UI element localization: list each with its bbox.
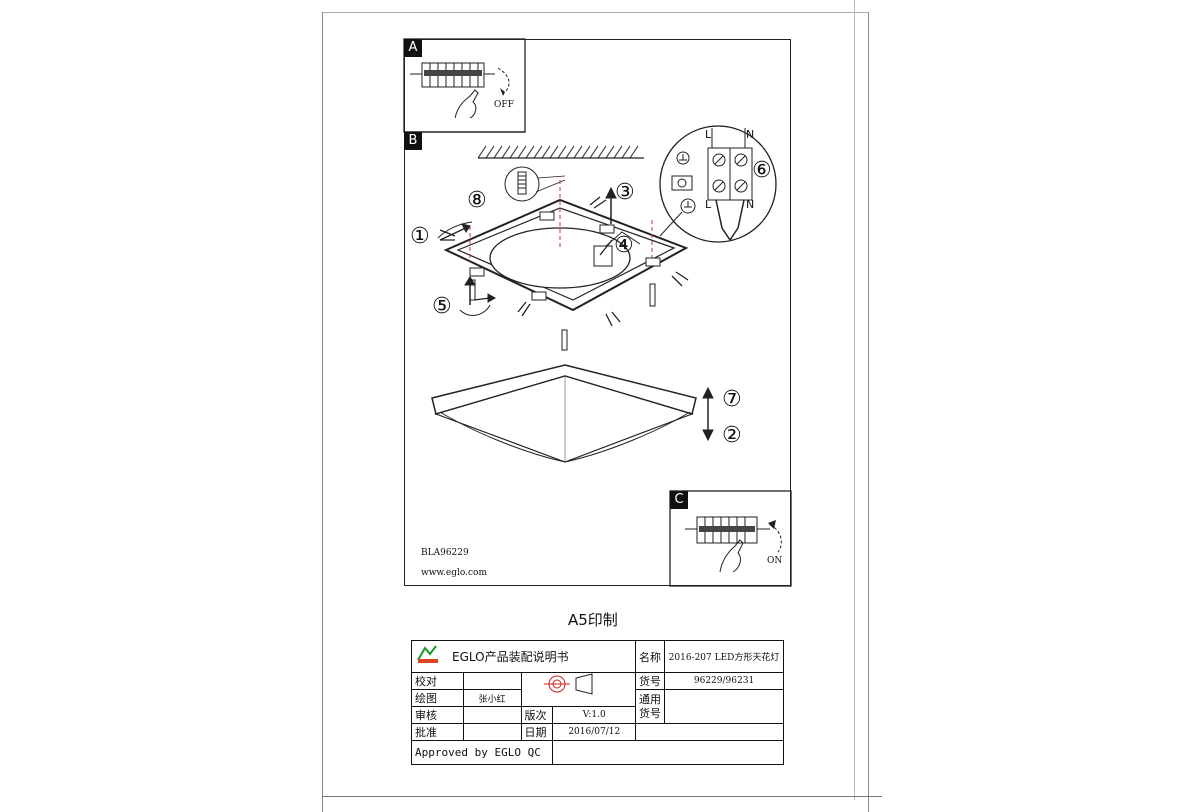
step-1-label: ① <box>410 224 430 249</box>
article-label: 货号 <box>635 672 666 690</box>
terminal-n-top: N <box>746 128 755 141</box>
article-value: 96229/96231 <box>664 672 784 690</box>
mounting-plate <box>439 180 689 327</box>
drawing-sheet <box>322 12 869 812</box>
luminaire-diffuser <box>431 364 697 463</box>
step-8-label: ⑧ <box>467 188 487 213</box>
approve-label: 批准 <box>411 723 464 741</box>
terminal-l-bottom: L <box>705 198 712 211</box>
approved-by: Approved by EGLO QC <box>410 740 554 765</box>
draw-value: 张小红 <box>462 689 522 707</box>
step-5-label: ⑤ <box>432 294 452 319</box>
step-7-label: ⑦ <box>722 387 742 412</box>
draw-label: 绘图 <box>411 689 464 707</box>
name-label: 名称 <box>635 640 666 673</box>
wire-terminal-detail <box>659 125 777 243</box>
blank-cell <box>635 723 784 741</box>
switch-off-label: OFF <box>494 100 514 110</box>
title-brand: EGLO产品装配说明书 <box>410 640 637 673</box>
step-arrows <box>437 186 617 316</box>
print-note: A5印制 <box>568 611 618 629</box>
check-value <box>462 672 522 690</box>
bottom-rule <box>322 796 882 797</box>
projection-cell <box>520 672 637 707</box>
date-label: 日期 <box>520 723 554 741</box>
assembly-drawing-frame <box>404 39 791 586</box>
version-label: 版次 <box>520 706 554 724</box>
panel-c-box <box>669 490 792 587</box>
panel-b-tag: B <box>404 132 422 150</box>
screws <box>469 279 656 351</box>
review-value <box>462 706 522 724</box>
blank-cell-2 <box>552 740 784 765</box>
panel-c-tag: C <box>670 491 688 509</box>
name-value: 2016-207 LED方形天花灯 <box>664 640 784 673</box>
wall-plug-detail <box>504 166 566 202</box>
switch-on-label: ON <box>767 556 783 566</box>
lift-arrow <box>702 386 714 442</box>
check-label: 校对 <box>411 672 464 690</box>
date-value: 2016/07/12 <box>552 723 637 741</box>
ceiling-hatch <box>477 145 644 159</box>
website: www.eglo.com <box>421 568 487 578</box>
common-article-label: 通用货号 <box>635 689 666 724</box>
panel-a-box <box>403 38 526 133</box>
terminal-n-bottom: N <box>746 198 755 211</box>
step-3-label: ③ <box>615 180 635 205</box>
approve-value <box>462 723 522 741</box>
step-2-label: ② <box>722 423 742 448</box>
step-4-label: ④ <box>614 233 634 258</box>
review-label: 审核 <box>411 706 464 724</box>
model-number: BLA96229 <box>421 548 469 558</box>
step-6-label: ⑥ <box>752 158 772 183</box>
common-article-value <box>664 689 784 724</box>
panel-a-tag: A <box>404 39 422 57</box>
title-block: EGLO产品装配说明书 名称 2016-207 LED方形天花灯 校对 货号 9… <box>410 640 784 765</box>
terminal-l-top: L <box>705 128 712 141</box>
outer-frame-line <box>854 0 855 800</box>
version-value: V:1.0 <box>552 706 637 724</box>
